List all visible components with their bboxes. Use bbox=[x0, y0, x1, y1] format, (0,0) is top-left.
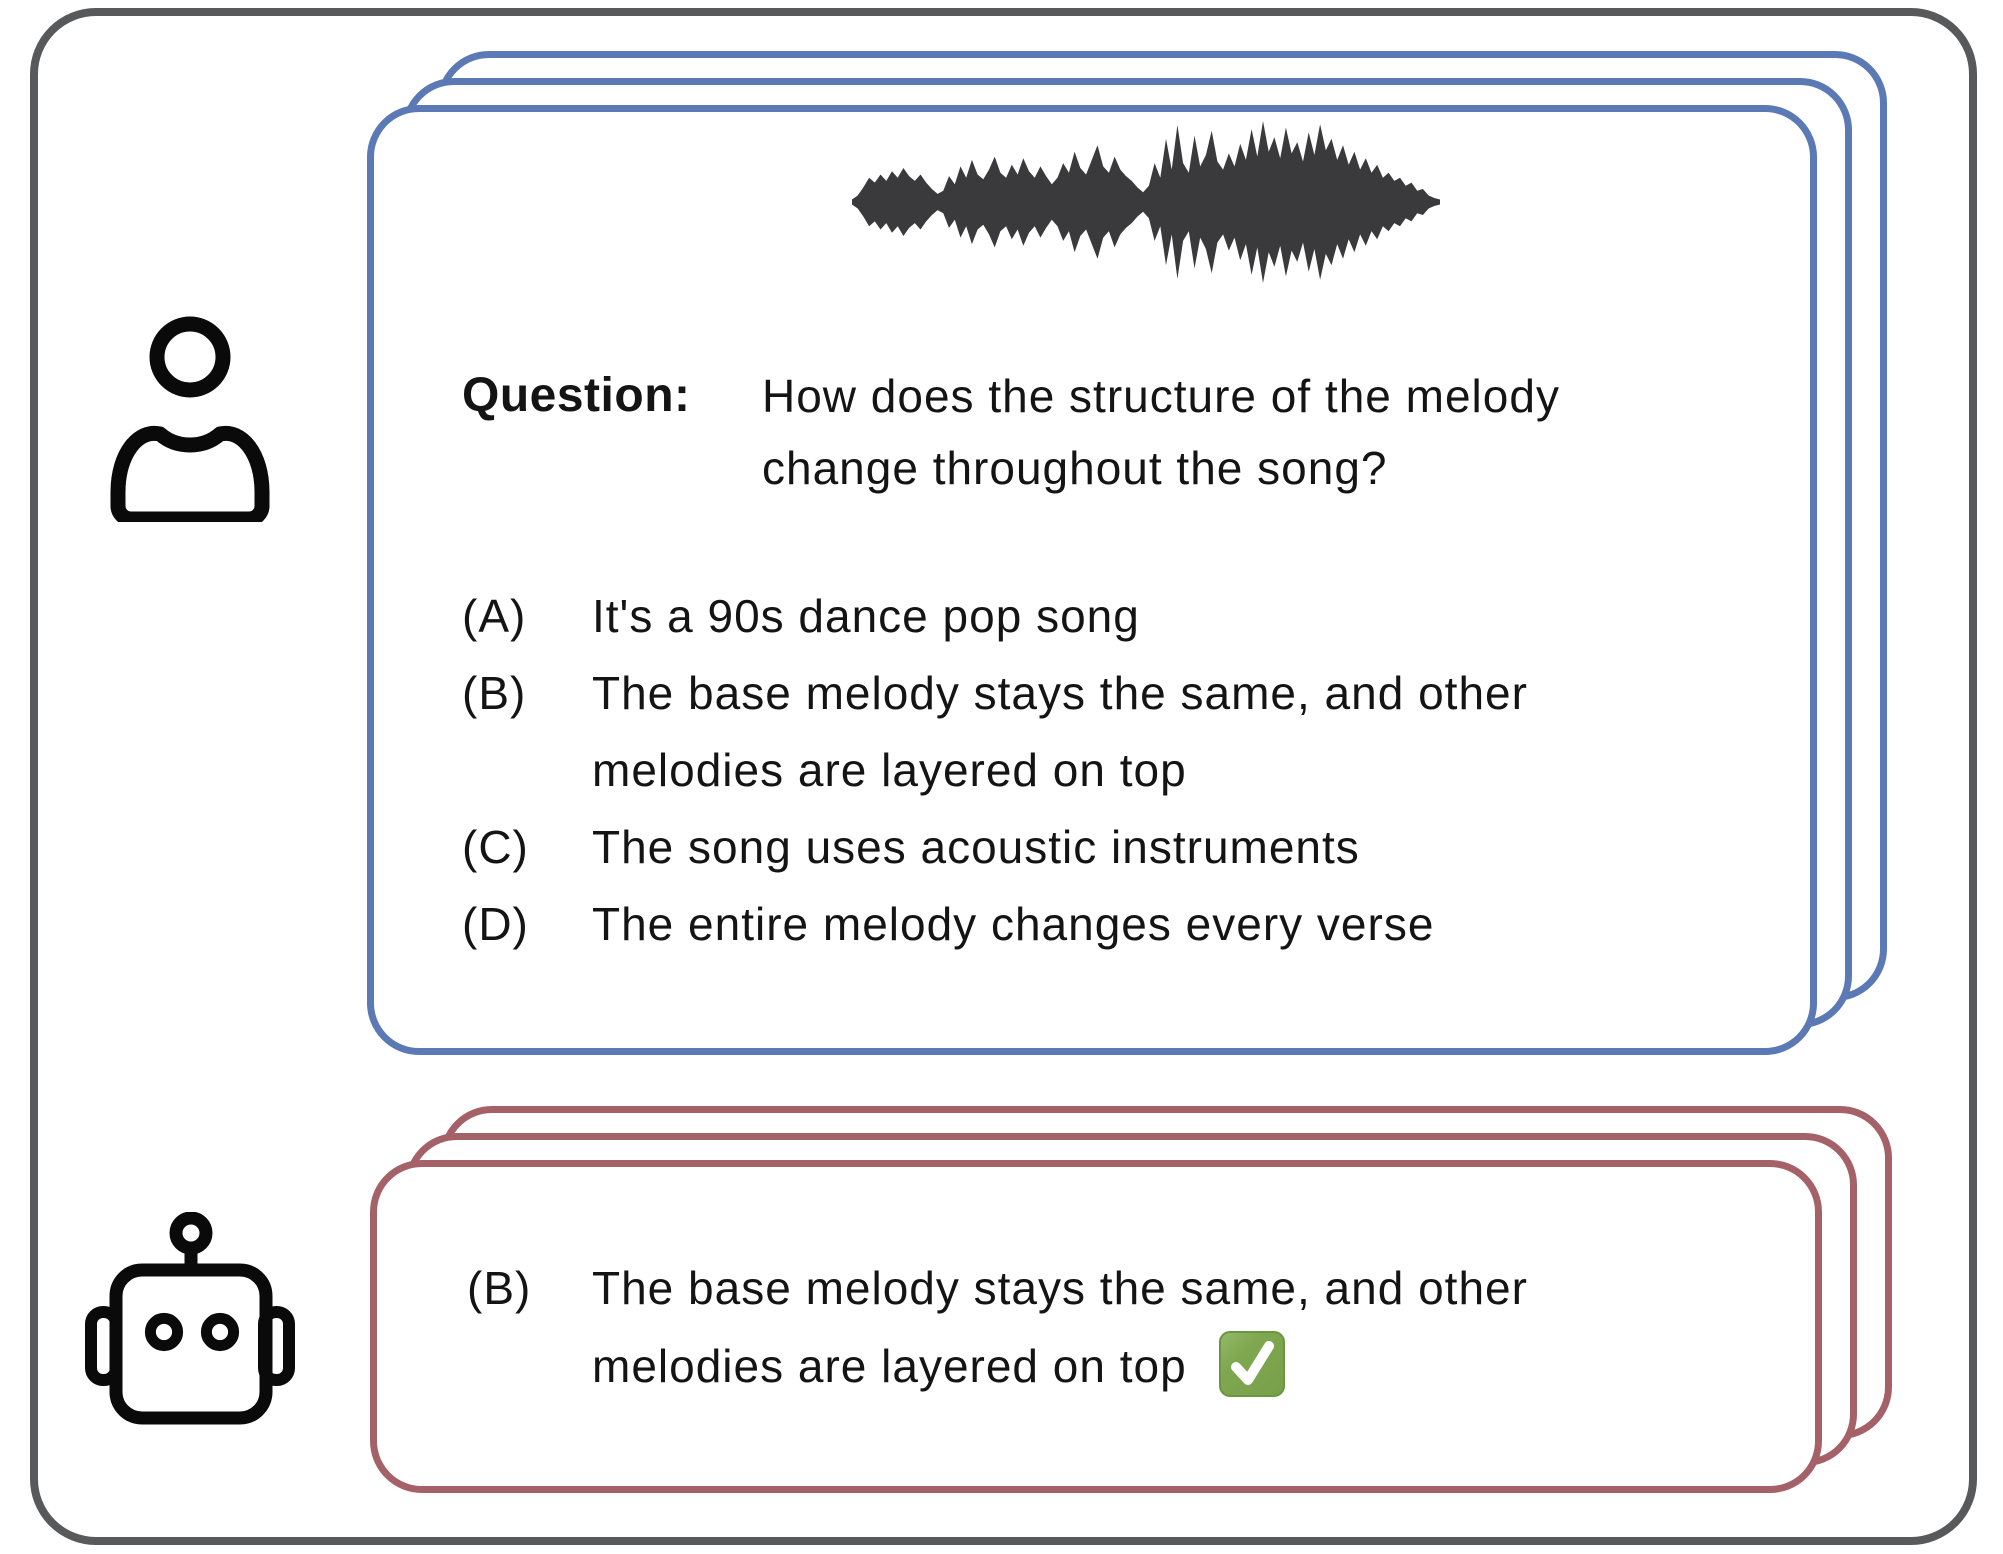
user-head bbox=[149, 316, 231, 398]
options-list: (A) It's a 90s dance pop song (B) The ba… bbox=[462, 578, 1528, 963]
option-b: (B) The base melody stays the same, and … bbox=[462, 655, 1528, 809]
option-a: (A) It's a 90s dance pop song bbox=[462, 578, 1528, 655]
question-label: Question: bbox=[462, 369, 691, 422]
option-d: (D) The entire melody changes every vers… bbox=[462, 886, 1528, 963]
answer-line2-row: melodies are layered on top bbox=[592, 1327, 1528, 1405]
option-a-text: It's a 90s dance pop song bbox=[592, 590, 1140, 642]
robot-ear-left bbox=[85, 1306, 122, 1386]
option-b-letter: (B) bbox=[462, 667, 527, 719]
question-line2: change throughout the song? bbox=[762, 442, 1388, 494]
robot-head bbox=[109, 1263, 273, 1425]
answer-line1: The base melody stays the same, and othe… bbox=[592, 1262, 1528, 1314]
option-d-letter: (D) bbox=[462, 898, 529, 950]
question-text: How does the structure of the melody cha… bbox=[762, 360, 1560, 504]
answer-row: (B) The base melody stays the same, and … bbox=[467, 1249, 1528, 1405]
robot-icon-svg bbox=[85, 1212, 295, 1425]
question-line1: How does the structure of the melody bbox=[762, 370, 1560, 422]
green-check-icon bbox=[1218, 1331, 1285, 1397]
user-body bbox=[110, 425, 270, 522]
option-b-text: The base melody stays the same, and othe… bbox=[592, 667, 1528, 796]
robot-icon bbox=[85, 1212, 295, 1432]
answer-text: The base melody stays the same, and othe… bbox=[592, 1249, 1528, 1405]
answer-line2: melodies are layered on top bbox=[592, 1340, 1187, 1392]
user-icon-svg bbox=[110, 316, 270, 522]
audio-waveform-icon bbox=[852, 121, 1440, 283]
answer-card-front: (B) The base melody stays the same, and … bbox=[370, 1160, 1822, 1493]
option-c: (C) The song uses acoustic instruments bbox=[462, 809, 1528, 886]
robot-antenna-tip bbox=[169, 1212, 213, 1255]
robot-eye-left bbox=[144, 1312, 184, 1352]
question-row: Question: How does the structure of the … bbox=[462, 360, 1560, 504]
user-icon bbox=[100, 314, 276, 522]
option-d-text: The entire melody changes every verse bbox=[592, 898, 1435, 950]
answer-letter: (B) bbox=[467, 1262, 532, 1314]
robot-ear-right bbox=[258, 1306, 295, 1386]
option-c-text: The song uses acoustic instruments bbox=[592, 821, 1360, 873]
question-card-front: Question: How does the structure of the … bbox=[367, 105, 1817, 1055]
robot-eye-right bbox=[200, 1312, 240, 1352]
option-c-letter: (C) bbox=[462, 821, 529, 873]
option-a-letter: (A) bbox=[462, 590, 527, 642]
